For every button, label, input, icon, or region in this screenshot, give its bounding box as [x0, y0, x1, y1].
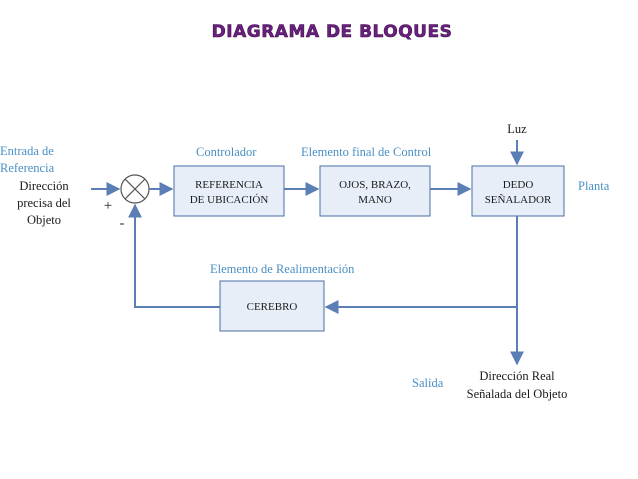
- block-dedo-senalador: DEDO SEÑALADOR: [471, 165, 565, 217]
- block-ojos-line1: OJOS, BRAZO,: [339, 179, 411, 191]
- minus-sign: -: [120, 216, 125, 231]
- label-controlador: Controlador: [196, 145, 257, 159]
- label-direccion-real-line2: Señalada del Objeto: [467, 387, 568, 401]
- block-referencia-line2: DE UBICACIÓN: [190, 194, 269, 206]
- diagram-title: DIAGRAMA DE BLOQUES: [212, 22, 453, 42]
- label-direccion-line3: Objeto: [27, 213, 61, 227]
- block-referencia-line1: REFERENCIA: [195, 179, 263, 191]
- arrow-cerebro-to-junction: [128, 203, 220, 308]
- label-elemento-final: Elemento final de Control: [301, 145, 432, 159]
- block-ojos-line2: MANO: [358, 194, 392, 206]
- label-entrada-line2: Referencia: [0, 161, 55, 175]
- label-direccion-line1: Dirección: [19, 179, 69, 193]
- label-direccion-real-line1: Dirección Real: [479, 369, 555, 383]
- block-cerebro-label: CEREBRO: [247, 301, 298, 313]
- summing-junction: [120, 174, 150, 204]
- block-dedo-line1: DEDO: [503, 179, 534, 191]
- label-direccion-line2: precisa del: [17, 196, 71, 210]
- block-ojos-brazo-mano: OJOS, BRAZO, MANO: [319, 165, 431, 217]
- label-realimentacion: Elemento de Realimentación: [210, 262, 355, 276]
- label-salida: Salida: [412, 376, 444, 390]
- block-referencia-ubicacion: REFERENCIA DE UBICACIÓN: [173, 165, 285, 217]
- block-dedo-line2: SEÑALADOR: [485, 194, 552, 206]
- block-cerebro: CEREBRO: [219, 280, 325, 332]
- label-entrada-line1: Entrada de: [0, 144, 54, 158]
- plus-sign: +: [104, 198, 112, 214]
- label-luz: Luz: [507, 122, 527, 136]
- label-planta: Planta: [578, 179, 610, 193]
